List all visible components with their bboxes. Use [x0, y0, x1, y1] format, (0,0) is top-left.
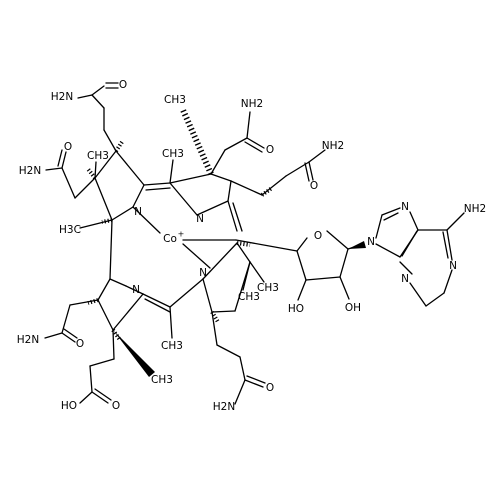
- atom-methyl-wedge-bottom: CH3: [151, 374, 173, 386]
- atom-acid-oh: HO: [61, 400, 77, 412]
- atom-labels: Co + H2N O H2N O CH3 H3C CH3 CH3 NH2 O N…: [17, 79, 486, 413]
- atom-ribose-oh-b: OH: [345, 302, 361, 314]
- atom-amide-top-nh2: NH2: [241, 98, 263, 110]
- atom-acid-o: O: [112, 400, 120, 412]
- atom-methyl-left-a: CH3: [87, 150, 109, 162]
- atom-amide-upper-left-nh2: H2N: [51, 91, 73, 103]
- atom-n-ring-c: N: [199, 267, 207, 279]
- atom-amide-lower-left-o: O: [76, 338, 84, 350]
- atom-amide-top-o: O: [266, 144, 274, 156]
- atom-methyl-left-b: H3C: [59, 224, 81, 236]
- atom-methyl-right-b: CH3: [238, 291, 260, 303]
- stereo-bonds: [86, 108, 366, 377]
- atom-ribose-o: O: [314, 230, 322, 242]
- atom-co: Co: [163, 233, 177, 245]
- atom-amide-left-nh2: H2N: [19, 165, 41, 177]
- atom-adenine-n3: N: [401, 273, 409, 285]
- atom-amide-bottom-o: O: [266, 382, 274, 394]
- atom-ribose-oh-a: HO: [288, 303, 304, 315]
- atom-n-ring-d: N: [132, 284, 140, 296]
- atom-amide-right-o: O: [310, 180, 318, 192]
- atom-n-ring-a: N: [134, 206, 142, 218]
- atom-methyl-top: CH3: [162, 148, 184, 160]
- atom-amide-left-o: O: [64, 141, 72, 153]
- atom-amide-bottom-nh2: H2N: [213, 401, 235, 413]
- atom-amide-lower-left-nh2: H2N: [17, 334, 39, 346]
- atom-adenine-n1: N: [449, 260, 457, 272]
- atom-adenine-nh2: NH2: [464, 203, 486, 215]
- atom-methyl-hash-top: CH3: [164, 94, 186, 106]
- bonds: [44, 82, 465, 405]
- atom-amide-upper-left-o: O: [119, 79, 127, 91]
- atom-adenine-n7: N: [401, 201, 409, 213]
- atom-methyl-bottom: CH3: [161, 340, 183, 352]
- atom-amide-right-nh2: NH2: [322, 140, 344, 152]
- atom-co-charge: +: [178, 230, 185, 239]
- atom-n-ring-b: N: [196, 213, 204, 225]
- atom-adenine-n9: N: [367, 236, 375, 248]
- atom-methyl-right-a: CH3: [257, 282, 279, 294]
